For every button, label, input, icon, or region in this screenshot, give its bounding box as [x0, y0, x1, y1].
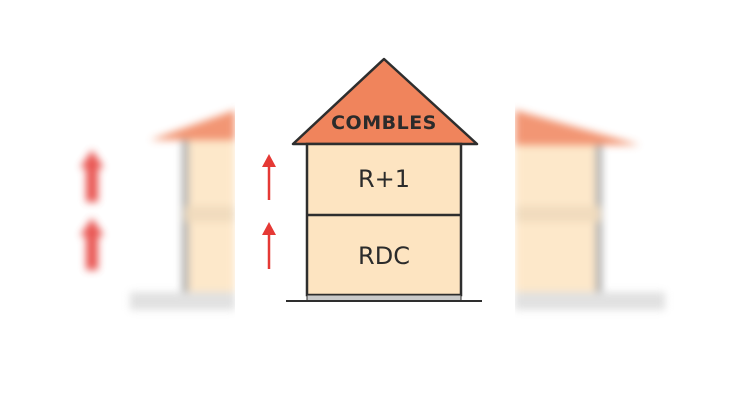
- blurred-arrow-shaft-2: [86, 234, 98, 270]
- attic-label: COMBLES: [331, 112, 437, 134]
- blurred-arrow-shaft-1: [86, 166, 98, 202]
- blurred-ground-right: [515, 292, 665, 310]
- blurred-roof-left: [150, 110, 235, 140]
- up-arrow-icon: [262, 154, 276, 200]
- up-arrow-icon: [262, 222, 276, 269]
- blurred-floor-line-right: [515, 206, 600, 222]
- blurred-ground-left: [130, 292, 235, 310]
- ground-floor-label: RDC: [358, 242, 410, 270]
- blurred-roof-right: [515, 110, 640, 145]
- blurred-floor-line-left: [185, 206, 235, 222]
- blurred-arrow-head-1: [80, 150, 104, 168]
- blurred-arrow-head-2: [80, 218, 104, 236]
- first-floor-label: R+1: [357, 165, 411, 193]
